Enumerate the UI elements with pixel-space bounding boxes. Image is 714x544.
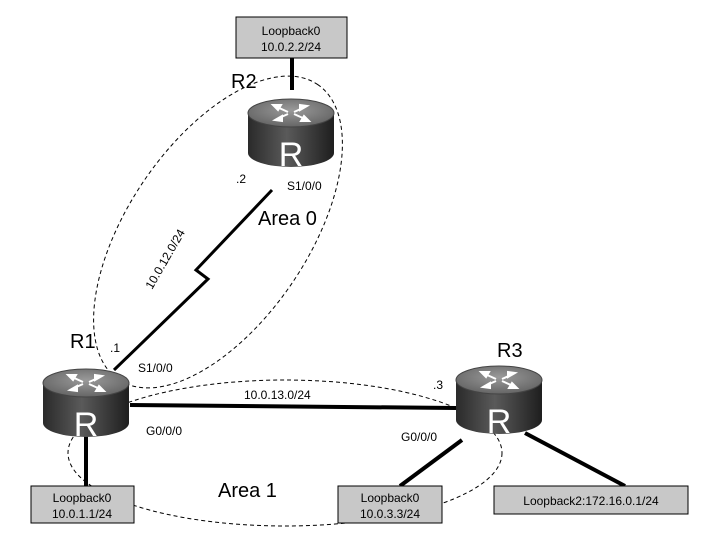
loopback-r1: Loopback0 10.0.1.1/24 bbox=[30, 485, 135, 524]
ethernet-network-label: 10.0.13.0/24 bbox=[244, 388, 311, 402]
loopback-r3-0-addr: 10.0.3.3/24 bbox=[360, 507, 420, 521]
router-r2-name: R2 bbox=[231, 71, 257, 93]
area0-boundary bbox=[93, 75, 343, 389]
loopback-r2-name: Loopback0 bbox=[262, 24, 321, 38]
serial-link bbox=[112, 188, 274, 372]
router-r1[interactable]: R bbox=[42, 368, 130, 444]
loopback-r3-0-name: Loopback0 bbox=[361, 491, 420, 505]
area0-label: Area 0 bbox=[258, 208, 317, 230]
r1-ethernet-interface: G0/0/0 bbox=[146, 424, 182, 438]
ethernet-link bbox=[129, 403, 457, 410]
router-r3-name: R3 bbox=[497, 340, 523, 362]
router-r3[interactable]: R bbox=[455, 365, 543, 441]
r2-serial-interface: S1/0/0 bbox=[287, 179, 322, 193]
area1-boundary bbox=[67, 379, 503, 527]
router-r1-symbol: R bbox=[74, 406, 99, 444]
r1-serial-interface: S1/0/0 bbox=[138, 361, 173, 375]
loopback-r2-addr: 10.0.2.2/24 bbox=[261, 40, 321, 54]
loopback-r3-2: Loopback2:172.16.0.1/24 bbox=[493, 485, 689, 515]
r3-loopback0-link bbox=[398, 438, 464, 488]
r3-loopback2-link bbox=[524, 431, 626, 488]
area1-label: Area 1 bbox=[218, 480, 277, 502]
router-r3-symbol: R bbox=[487, 403, 512, 441]
router-r2[interactable]: R bbox=[247, 98, 335, 174]
serial-network-label: 10.0.12.0/24 bbox=[142, 226, 188, 291]
loopback-r3-2-text: Loopback2:172.16.0.1/24 bbox=[523, 494, 659, 508]
router-r1-name: R1 bbox=[70, 331, 96, 353]
loopback-r1-name: Loopback0 bbox=[53, 491, 112, 505]
loopback-r2: Loopback0 10.0.2.2/24 bbox=[235, 16, 348, 59]
r2-host-id: .2 bbox=[236, 172, 246, 186]
loopback-r1-addr: 10.0.1.1/24 bbox=[52, 507, 112, 521]
r3-ethernet-interface: G0/0/0 bbox=[401, 430, 437, 444]
r1-host-id: .1 bbox=[110, 341, 120, 355]
r3-host-id: .3 bbox=[433, 378, 443, 392]
loopback-r3-0: Loopback0 10.0.3.3/24 bbox=[337, 485, 443, 524]
router-r2-symbol: R bbox=[279, 136, 304, 174]
